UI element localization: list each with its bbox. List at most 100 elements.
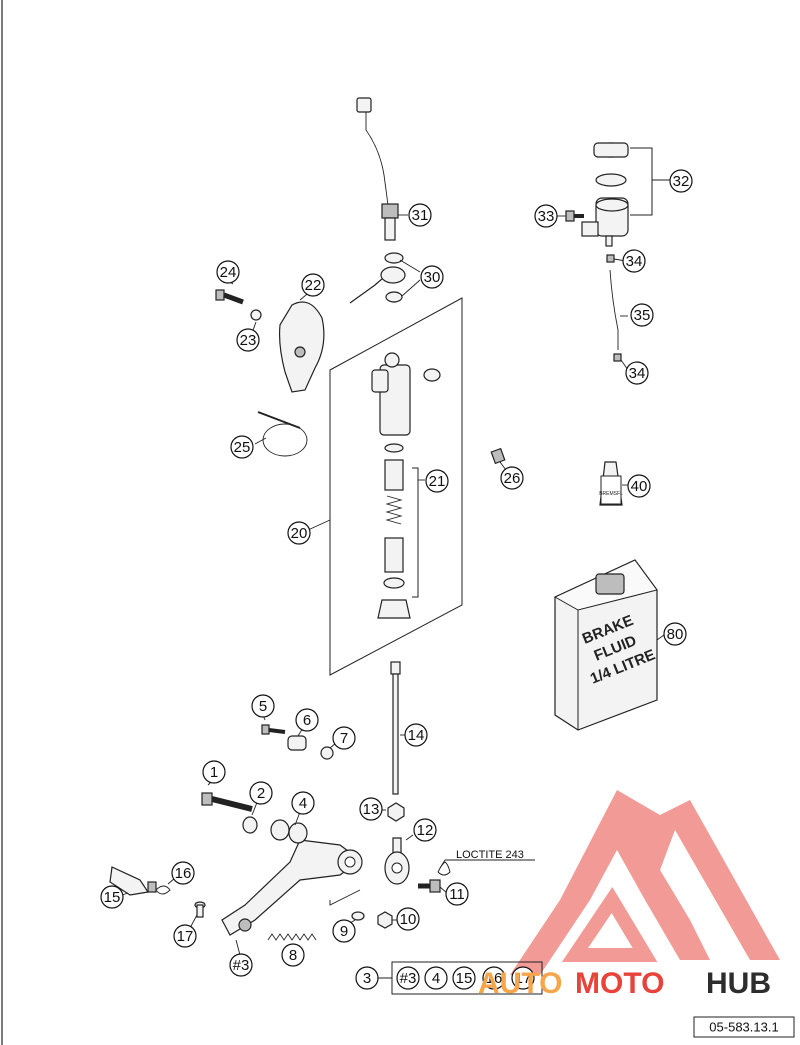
- callout-3: 3: [355, 966, 379, 990]
- loctite-note: LOCTITE 243: [456, 849, 524, 861]
- bottle-label: BREMSFL: [599, 491, 623, 497]
- svg-text:#3: #3: [400, 970, 417, 987]
- callout-20: 20: [287, 521, 311, 545]
- nut-13: [387, 802, 405, 822]
- callout-hash-3: #3: [229, 953, 253, 977]
- kit-item-hash-3: #3: [396, 966, 420, 990]
- svg-text:1: 1: [210, 764, 218, 781]
- nut-23: [250, 309, 262, 321]
- svg-text:3: 3: [363, 970, 371, 987]
- cable-tie: [257, 411, 308, 457]
- callout-34: 34: [625, 361, 649, 385]
- piston-kit-bracket: [412, 467, 419, 598]
- screw-33: [565, 210, 584, 222]
- callout-26: 26: [500, 466, 524, 490]
- svg-text:80: 80: [667, 626, 684, 643]
- svg-text:17: 17: [515, 970, 532, 987]
- pedal-tip-15: [109, 866, 157, 896]
- callout-group: 1234567891011121314151617202122232425263…: [100, 169, 693, 990]
- callout-5: 5: [251, 694, 275, 718]
- washer-9: [351, 911, 365, 921]
- svg-text:12: 12: [417, 822, 434, 839]
- svg-text:31: 31: [412, 207, 429, 224]
- svg-text:14: 14: [408, 727, 425, 744]
- svg-text:30: 30: [424, 269, 441, 286]
- callout-15: 15: [100, 885, 124, 909]
- watermark-logo: [510, 790, 780, 975]
- svg-text:11: 11: [449, 886, 465, 903]
- svg-text:24: 24: [220, 264, 237, 281]
- svg-text:23: 23: [240, 332, 257, 349]
- callout-80: 80: [663, 622, 687, 646]
- watermark-auto: AUTO: [478, 967, 562, 1000]
- screw-24: [215, 289, 244, 305]
- hose-clamp-upper: [606, 254, 615, 263]
- brake-fluid-can: BRAKE FLUID 1/4 LITRE: [553, 559, 658, 731]
- callout-6: 6: [295, 708, 319, 732]
- loctite-bottle: BREMSFL: [599, 461, 623, 506]
- svg-text:9: 9: [340, 923, 348, 940]
- diagram-code-box: 05-583.13.1: [693, 1016, 795, 1038]
- hose-clamp-lower: [613, 353, 622, 362]
- svg-text:34: 34: [629, 365, 646, 382]
- svg-text:4: 4: [432, 970, 440, 987]
- callout-2: 2: [249, 781, 273, 805]
- svg-text:6: 6: [303, 712, 311, 729]
- svg-text:21: 21: [429, 473, 446, 490]
- callout-25: 25: [230, 435, 254, 459]
- reservoir-bracket: [630, 147, 653, 216]
- kit-item-4: 4: [424, 966, 448, 990]
- brake-light-switch: [356, 97, 399, 241]
- callout-14: 14: [404, 723, 428, 747]
- nut-7: [320, 746, 334, 760]
- callout-40: 40: [627, 474, 651, 498]
- svg-text:16: 16: [175, 865, 192, 882]
- svg-text:26: 26: [504, 470, 521, 487]
- kit-item-17: 17: [511, 966, 535, 990]
- svg-text:10: 10: [400, 911, 417, 928]
- svg-text:15: 15: [456, 970, 473, 987]
- reservoir-hose: [609, 269, 619, 350]
- callout-8: 8: [281, 943, 305, 967]
- callout-11: 11: [445, 882, 469, 906]
- heel-guard: [278, 301, 325, 393]
- push-rod: [390, 661, 401, 795]
- svg-text:15: 15: [104, 889, 121, 906]
- watermark-moto: MOTO: [575, 967, 664, 1000]
- brake-pedal: [221, 839, 363, 936]
- callout-1: 1: [202, 760, 226, 784]
- callout-4: 4: [291, 791, 315, 815]
- svg-text:5: 5: [259, 698, 267, 715]
- svg-text:4: 4: [299, 795, 307, 812]
- callout-9: 9: [332, 919, 356, 943]
- callout-33: 33: [534, 204, 558, 228]
- watermark-text: AUTO MOTO HUB: [478, 967, 771, 1000]
- diagram-code: 05-583.13.1: [709, 1020, 778, 1035]
- callout-32: 32: [669, 169, 693, 193]
- svg-text:8: 8: [289, 947, 297, 964]
- svg-text:16: 16: [486, 970, 503, 987]
- callout-23: 23: [236, 328, 260, 352]
- bushing-6: [287, 735, 307, 751]
- svg-text:34: 34: [626, 253, 643, 270]
- svg-text:35: 35: [634, 307, 651, 324]
- watermark-shape-left: [510, 790, 780, 975]
- callout-30: 30: [420, 265, 444, 289]
- watermark-hub: HUB: [706, 967, 771, 1000]
- svg-text:13: 13: [363, 801, 380, 818]
- svg-text:17: 17: [177, 928, 194, 945]
- spring-8: [267, 933, 317, 941]
- callout-21: 21: [425, 469, 449, 493]
- svg-text:25: 25: [234, 439, 251, 456]
- svg-text:22: 22: [305, 277, 322, 294]
- banjo-fitting: [349, 252, 406, 304]
- clevis-12: [384, 837, 410, 885]
- svg-text:32: 32: [673, 173, 690, 190]
- piston-kit: [377, 443, 411, 619]
- callout-13: 13: [359, 797, 383, 821]
- kit-bracket-box: [391, 961, 543, 995]
- svg-text:#3: #3: [233, 957, 250, 974]
- clip-26: [490, 447, 506, 465]
- callout-31: 31: [408, 203, 432, 227]
